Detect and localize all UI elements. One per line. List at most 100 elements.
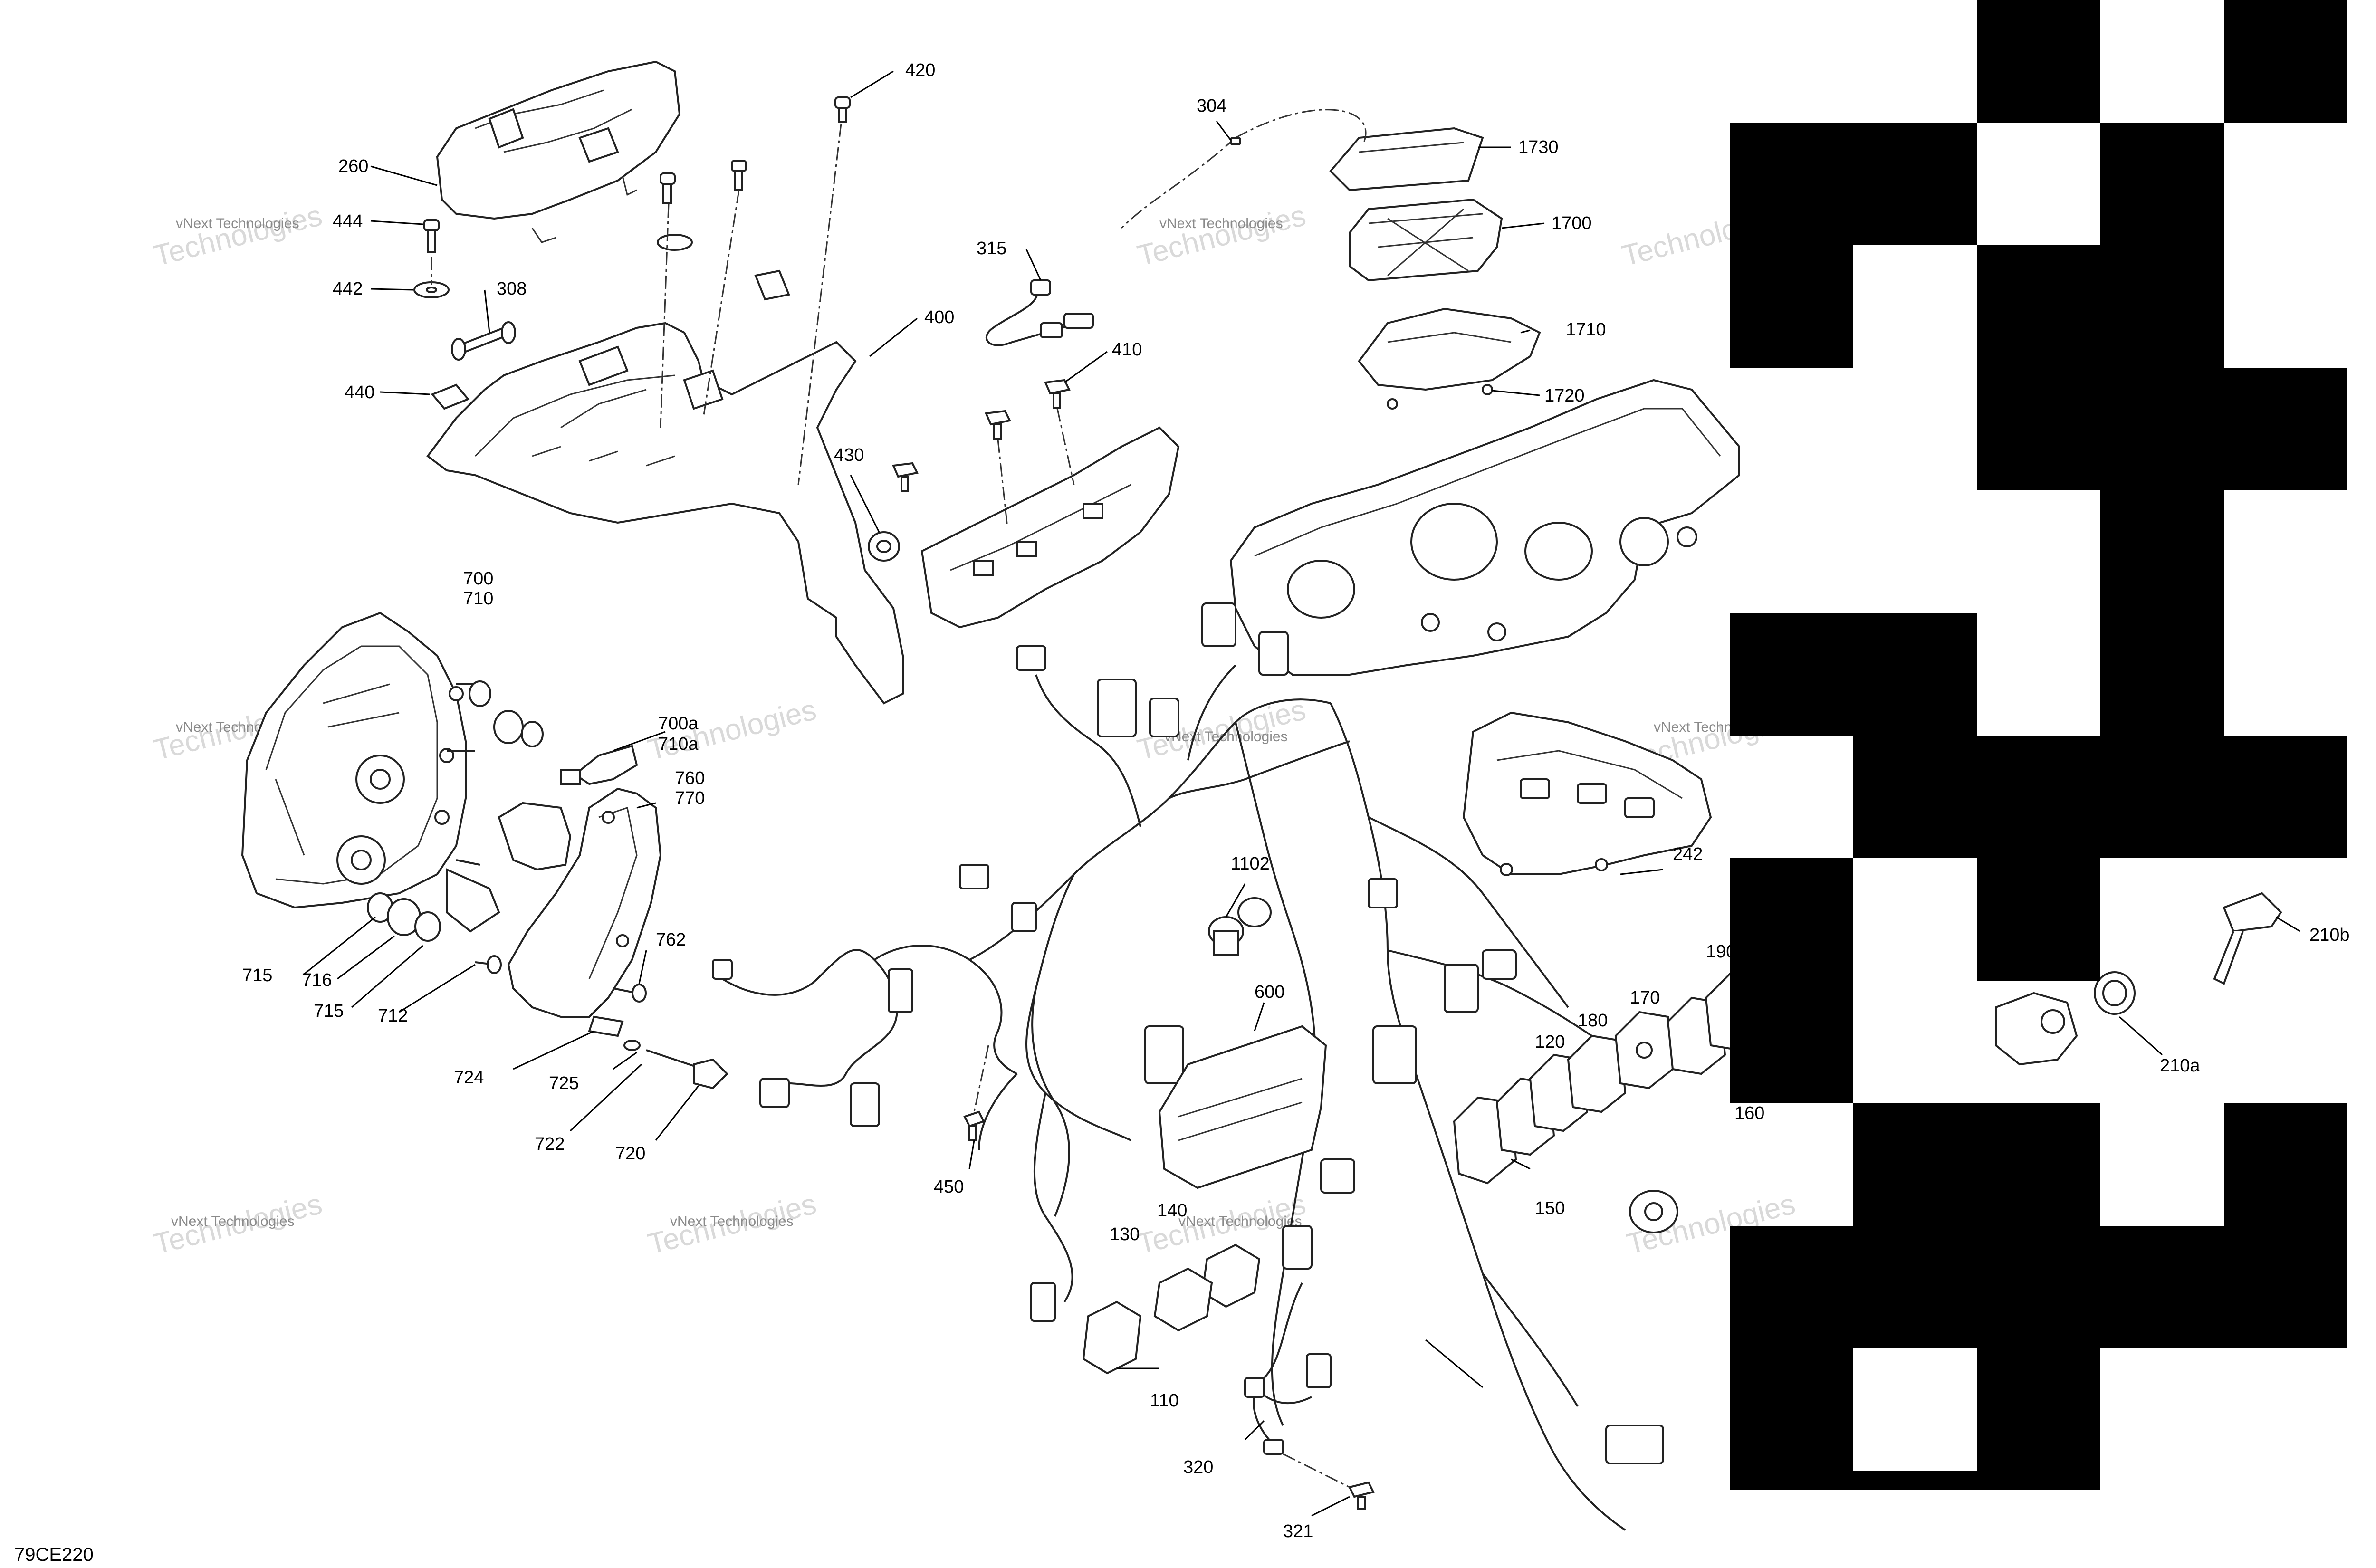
screw-1720-drawing [1387,384,1493,410]
fasteners-410-drawing [892,379,1071,492]
part-number-430: 430 [834,445,864,465]
part-number-444: 444 [333,211,363,231]
part-number-1720: 1720 [1544,386,1585,406]
connector-140-130-110-drawing [1082,1243,1261,1375]
part-number-1102: 1102 [1231,854,1270,874]
bolt-722-drawing [623,1040,704,1070]
watermark-small: vNext Technologies [1159,216,1283,231]
diagram-code: 79CE220 [14,1544,94,1565]
part-number-304: 304 [1197,96,1226,116]
part-number-242: 242 [1673,844,1703,864]
watermark-small: vNext Technologies [176,216,299,231]
part-number-130: 130 [1110,1224,1140,1244]
part-number-450: 450 [934,1177,964,1197]
centerline [1056,408,1075,485]
block-pattern-overlay [1730,0,2347,1490]
part-number-210b: 210b [2309,925,2350,945]
part-number-400: 400 [924,307,954,327]
part-number-260: 260 [338,156,368,176]
washers-715-716-drawing [367,680,544,942]
part-number-170: 170 [1630,988,1660,1008]
part-number-700a: 700a [658,714,699,734]
part-number-150: 150 [1535,1198,1565,1218]
watermark-large: Technologies [151,199,326,273]
headlight-frame-drawing [1229,379,1740,676]
ecm-600-drawing [1158,1025,1327,1189]
bracket-1710-drawing [1358,307,1541,391]
grommet-430-drawing [868,531,900,562]
part-number-410: 410 [1112,340,1142,360]
part-number-320: 320 [1183,1457,1213,1477]
harness-320-drawing [1244,1282,1312,1455]
part-number-762: 762 [656,930,686,950]
part-number-715: 715 [314,1001,344,1021]
spring-725-drawing [588,1015,624,1037]
bracket-400-drawing [426,322,904,705]
leader-lines [304,70,2300,1517]
bracket-760-drawing [507,787,662,1018]
centerline [997,439,1008,528]
sensor-right-drawing [446,802,572,933]
part-number-720: 720 [615,1144,645,1164]
cover-1730-drawing [1329,127,1484,191]
instrument-cluster-700-drawing [241,612,475,909]
part-number-760: 760 [675,768,705,788]
part-number-308: 308 [497,279,527,299]
harness-connectors-drawing [712,602,1664,1464]
clip-440-drawing [431,383,470,410]
centerline [973,1045,989,1112]
part-number-210a: 210a [2160,1056,2200,1076]
part-number-1700: 1700 [1552,213,1592,233]
watermark-small: vNext Technologies [171,1214,295,1229]
mount-plate-drawing [920,426,1180,629]
screw-420-drawing [834,96,851,123]
centerline [660,204,670,428]
part-number-710: 710 [463,589,493,609]
screw-308-drawing [451,321,516,361]
part-number-770: 770 [675,788,705,808]
part-number-716: 716 [302,970,332,990]
part-number-600: 600 [1255,982,1284,1002]
part-number-160: 160 [1734,1103,1764,1123]
module-1700-drawing [1349,198,1503,282]
fasteners-center-drawing [657,160,790,301]
key-210b-drawing [2213,892,2282,985]
screw-450-drawing [963,1110,985,1141]
watermark-small: vNext Technologies [1178,1214,1302,1229]
part-number-120: 120 [1535,1032,1565,1052]
wire-304-drawing [1121,109,1367,229]
switch-170-drawing [1614,1011,1674,1090]
part-number-442: 442 [333,279,363,299]
ignition-switch-drawing [1995,992,2078,1066]
washer-210a-drawing [2094,971,2136,1015]
sensor-315-drawing [985,279,1094,346]
part-labels: 260 444 442 308 440 420 400 430 304 315 … [242,60,2350,1541]
switch-lower-right-drawing [1629,1190,1678,1233]
centerline [1283,1453,1350,1488]
screw-321-drawing [1348,1481,1375,1510]
part-number-180: 180 [1578,1011,1608,1031]
knob-720-drawing [693,1058,728,1090]
part-number-710a: 710a [658,734,699,754]
cover-260-drawing [436,60,681,243]
part-number-1710: 1710 [1566,320,1606,340]
part-number-1730: 1730 [1518,137,1559,157]
switch-180-drawing [1567,1034,1627,1113]
part-number-724: 724 [454,1068,484,1088]
switch-700a-drawing [560,745,638,785]
fastener-444-drawing [423,219,440,253]
part-number-715: 715 [242,966,272,985]
part-number-420: 420 [905,60,935,80]
part-number-140: 140 [1157,1201,1187,1221]
part-number-321: 321 [1283,1521,1313,1541]
screw-304-drawing [1230,137,1241,145]
wiring-harness-drawing [721,664,1626,1531]
part-number-110: 110 [1150,1391,1179,1411]
part-number-725: 725 [549,1073,579,1093]
part-number-315: 315 [977,239,1006,258]
screw-712-drawing [456,859,502,974]
ignition-1102-drawing [1208,916,1244,956]
screw-762-drawing [613,984,647,1003]
part-number-712: 712 [378,1006,408,1026]
